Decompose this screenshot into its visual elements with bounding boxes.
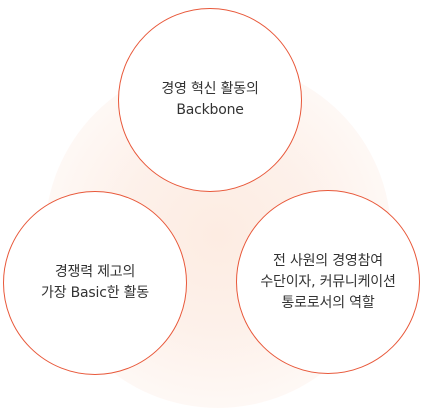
circle-backbone-line-2: Backbone: [176, 102, 244, 118]
circle-competitiveness: 경쟁력 제고의 가장 Basic한 활동: [3, 191, 187, 375]
circle-participation-label: 전 사원의 경영참여 수단이자, 커뮤니케이션 통로로서의 역할: [260, 251, 396, 314]
circle-participation-line-2: 수단이자, 커뮤니케이션: [260, 273, 396, 290]
circle-participation: 전 사원의 경영참여 수단이자, 커뮤니케이션 통로로서의 역할: [236, 190, 420, 374]
circle-backbone-line-1: 경영 혁신 활동의: [161, 81, 259, 97]
circle-competitiveness-line-1: 경쟁력 제고의: [54, 264, 136, 280]
circle-competitiveness-line-2: 가장 Basic한 활동: [41, 285, 149, 301]
circle-participation-line-3: 통로로서의 역할: [281, 294, 375, 311]
circle-backbone: 경영 혁신 활동의 Backbone: [118, 8, 302, 192]
circle-participation-line-1: 전 사원의 경영참여: [273, 252, 383, 269]
circle-competitiveness-label: 경쟁력 제고의 가장 Basic한 활동: [41, 262, 149, 304]
circle-backbone-label: 경영 혁신 활동의 Backbone: [161, 79, 258, 121]
